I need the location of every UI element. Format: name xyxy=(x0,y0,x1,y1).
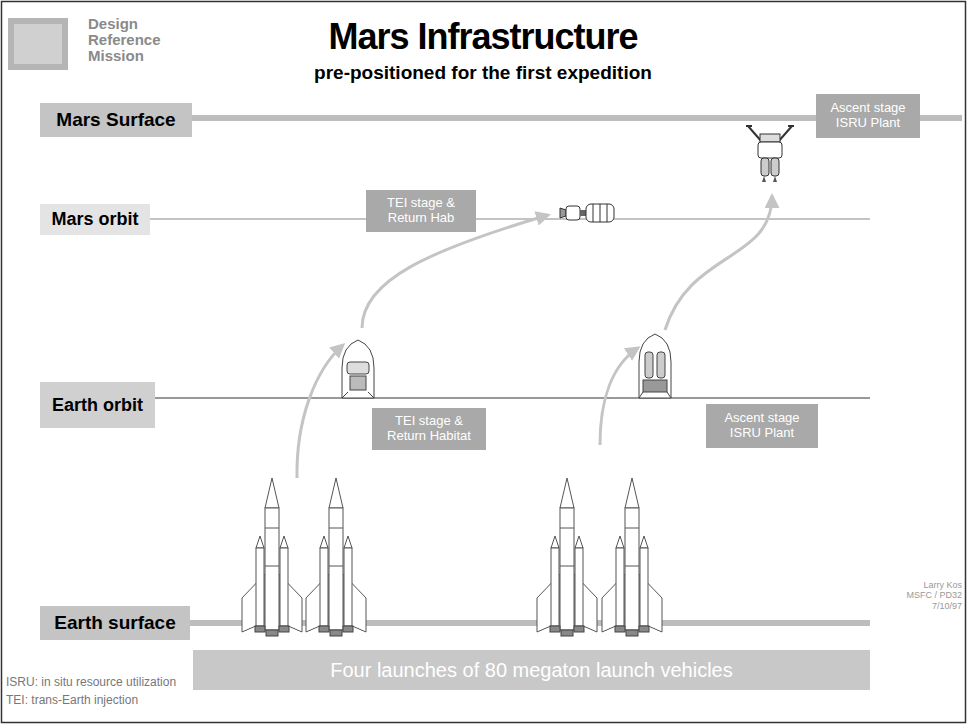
payload-label: TEI stage & Return Habitat xyxy=(372,408,486,450)
launch-banner: Four launches of 80 megaton launch vehic… xyxy=(193,650,870,690)
diagram-title: Mars Infrastructure xyxy=(233,16,733,57)
logo-block xyxy=(8,18,68,70)
logo-text: Design Reference Mission xyxy=(88,16,168,63)
node-text: Earth surface xyxy=(54,612,175,634)
footnote: TEI: trans-Earth injection xyxy=(6,694,306,708)
logo-inner xyxy=(14,24,62,64)
node-text: Mars Surface xyxy=(56,109,175,131)
launch-vehicle xyxy=(242,478,302,636)
node-text: Ascent stage ISRU Plant xyxy=(712,411,812,441)
tei-stage-return-hab xyxy=(560,204,614,222)
node-text: Earth orbit xyxy=(52,395,143,416)
launch-vehicle xyxy=(537,478,597,636)
tei-payload-shroud xyxy=(342,340,374,398)
payload-label: Ascent stage ISRU Plant xyxy=(816,94,920,138)
level-label: Earth surface xyxy=(40,606,190,640)
level-label: Mars orbit xyxy=(40,204,150,235)
level-label: Earth orbit xyxy=(40,382,155,428)
launch-vehicle xyxy=(306,478,366,636)
node-text: TEI stage & Return Hab xyxy=(372,196,470,226)
ascent-stage-lander xyxy=(746,126,794,182)
node-text: Mars orbit xyxy=(51,209,138,230)
subtitle: pre-positioned for the first expedition xyxy=(233,62,733,84)
node-text: Four launches of 80 megaton launch vehic… xyxy=(330,659,732,682)
trajectory-arrows xyxy=(297,196,772,478)
launch-vehicle xyxy=(602,478,662,636)
ascent-payload-shroud xyxy=(639,334,671,398)
payload-label: TEI stage & Return Hab xyxy=(366,190,476,232)
level-label: Mars Surface xyxy=(40,103,192,137)
footnote: ISRU: in situ resource utilization xyxy=(6,676,306,690)
node-text: Ascent stage ISRU Plant xyxy=(822,101,914,131)
mars-orbit-line xyxy=(150,219,870,220)
payload-label: Ascent stage ISRU Plant xyxy=(706,404,818,448)
node-text: TEI stage & Return Habitat xyxy=(378,414,480,444)
author-note: Larry Kos MSFC / PD32 7/10/97 xyxy=(898,580,962,611)
earth-orbit-line xyxy=(155,397,870,398)
